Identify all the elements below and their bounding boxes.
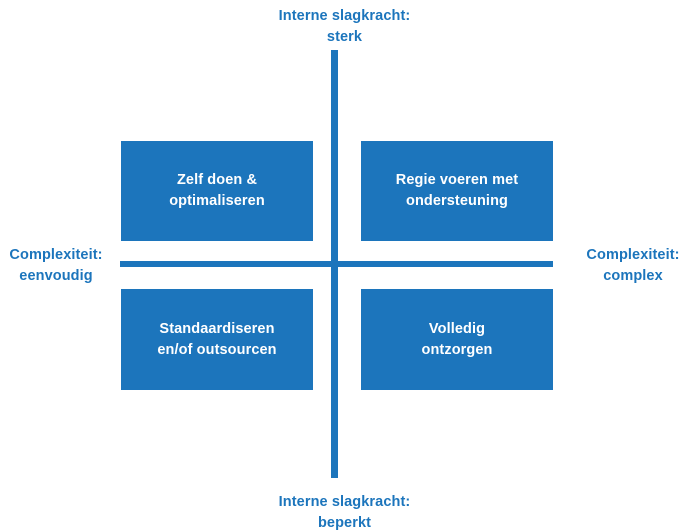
quadrant-bottom-right-line1: Volledig xyxy=(428,320,486,337)
axis-label-bottom-line1: Interne slagkracht: xyxy=(278,494,411,510)
quadrant-bottom-right-line2: ontzorgen xyxy=(421,341,493,358)
axis-label-right-line1: Complexiteit: xyxy=(586,247,680,263)
quadrant-top-left: Zelf doen & optimaliseren xyxy=(121,141,313,241)
quadrant-top-right-line1: Regie voeren met xyxy=(395,172,519,189)
axis-label-top: Interne slagkracht: sterk xyxy=(0,6,689,47)
quadrant-top-left-line2: optimaliseren xyxy=(169,193,265,209)
quadrant-top-left-text: Zelf doen & optimaliseren xyxy=(169,170,265,211)
quadrant-top-right-text: Regie voeren met ondersteuning xyxy=(396,170,518,211)
axis-label-left-line2: eenvoudig xyxy=(19,267,93,284)
axis-label-left: Complexiteit: eenvoudig xyxy=(0,245,112,286)
axis-label-right: Complexiteit: complex xyxy=(577,245,689,286)
quadrant-bottom-right-text: Volledig ontzorgen xyxy=(422,319,493,360)
axis-label-top-line1: Interne slagkracht: xyxy=(278,8,411,24)
quadrant-bottom-right: Volledig ontzorgen xyxy=(361,289,553,390)
axis-label-bottom-line2: beperkt xyxy=(317,514,372,531)
quadrant-top-left-line1: Zelf doen & xyxy=(176,172,258,189)
axis-label-left-line1: Complexiteit: xyxy=(9,247,103,263)
quadrant-top-right: Regie voeren met ondersteuning xyxy=(361,141,553,241)
quadrant-bottom-left: Standaardiseren en/of outsourcen xyxy=(121,289,313,390)
quadrant-bottom-left-line1: Standaardiseren xyxy=(159,320,275,337)
axis-label-top-line2: sterk xyxy=(326,28,363,45)
quadrant-bottom-left-text: Standaardiseren en/of outsourcen xyxy=(157,319,276,360)
quadrant-bottom-left-line2: en/of outsourcen xyxy=(157,341,277,358)
horizontal-axis-line xyxy=(120,261,553,267)
axis-label-right-line2: complex xyxy=(603,267,663,284)
axis-label-bottom: Interne slagkracht: beperkt xyxy=(0,492,689,531)
quadrant-top-right-line2: ondersteuning xyxy=(405,193,508,209)
